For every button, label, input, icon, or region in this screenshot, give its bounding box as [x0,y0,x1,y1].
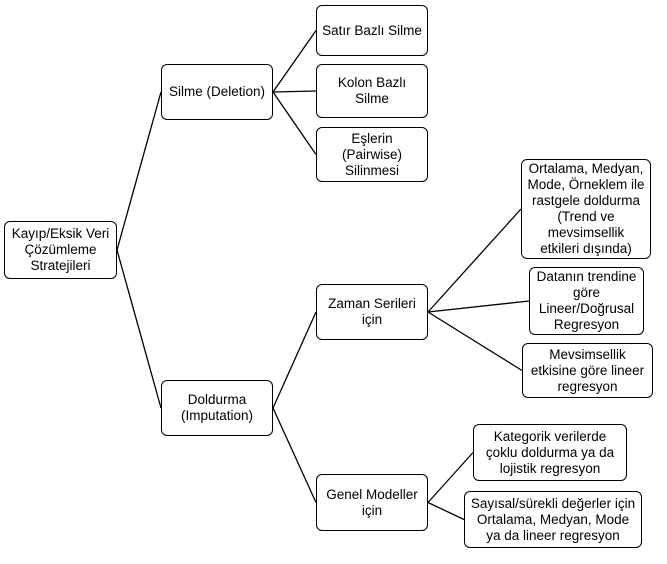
row-deletion-node: Satır Bazlı Silme [316,5,428,56]
edge-deletion-to-row_deletion [272,30,317,93]
edge-deletion-to-column_deletion [272,90,317,93]
edge-time_series-to-ts_seasonal [427,311,523,372]
edge-imputation-to-time_series [272,311,317,409]
edge-root-to-deletion [116,91,162,251]
column-deletion-node: Kolon Bazlı Silme [316,64,428,118]
edge-general_models-to-gm_numeric [427,501,465,521]
ts-trend-regression-node: Datanın trendine göre Lineer/Doğrusal Re… [529,267,644,335]
time-series-node: Zaman Serileri için [316,284,428,340]
edge-root-to-imputation [116,249,162,409]
gm-numeric-node: Sayısal/sürekli değerler için Ortalama, … [464,491,642,548]
deletion-node: Silme (Deletion) [161,64,273,120]
ts-mean-imputation-node: Ortalama, Medyan, Mode, Örneklem ile ras… [521,159,651,259]
edge-general_models-to-gm_categorical [427,452,474,503]
gm-categorical-node: Kategorik verilerde çoklu doldurma ya da… [473,424,627,481]
edge-deletion-to-pairwise_deletion [272,91,317,155]
edge-time_series-to-ts_mean [427,208,522,313]
ts-seasonal-regression-node: Mevsimsellik etkisine göre lineer regres… [522,343,653,398]
edge-time_series-to-ts_trend [427,300,530,313]
edge-imputation-to-general_models [272,407,317,503]
imputation-node: Doldurma (Imputation) [161,380,273,436]
general-models-node: Genel Modeller için [316,474,428,531]
root-node: Kayıp/Eksik Veri Çözümleme Stratejileri [4,221,117,279]
pairwise-deletion-node: Eşlerin (Pairwise) Silinmesi [316,127,428,182]
